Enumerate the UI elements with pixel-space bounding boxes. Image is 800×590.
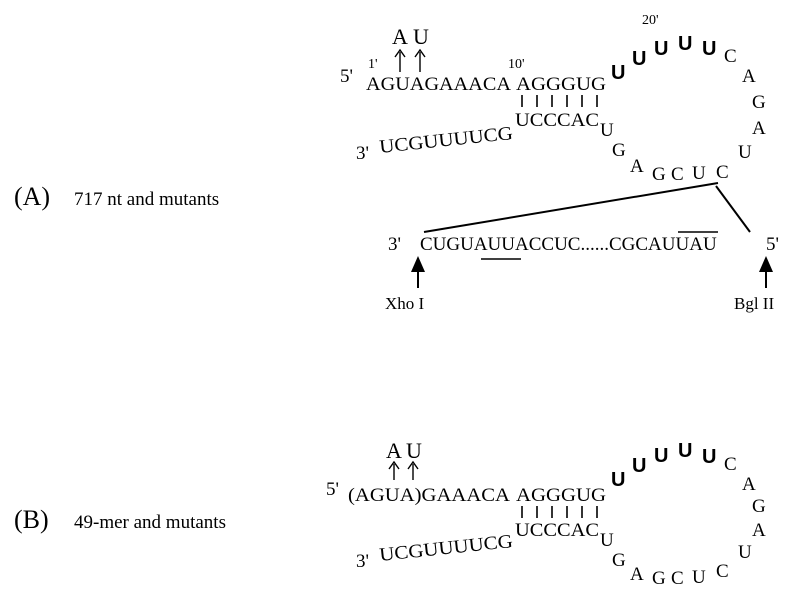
loop-u-run: U U U U U <box>611 33 716 84</box>
mutation-arrows <box>388 460 419 480</box>
svg-text:G: G <box>612 140 626 161</box>
panel-b: (B) 49-mer and mutants A U 5' (AGUA)GAAA… <box>14 438 766 589</box>
insert-seq-part-6: U <box>703 234 717 255</box>
mutation-a-label: A <box>386 438 402 463</box>
svg-text:U: U <box>654 38 668 60</box>
insert-seq-part-3: CUC <box>541 234 580 255</box>
loop-right-side: C A G A U C <box>716 46 766 183</box>
position-20-label: 20' <box>642 13 659 28</box>
insert-seq: CUGUAUUACCUC......CGCAUUAU <box>420 234 717 255</box>
mutation-arrows <box>394 48 426 72</box>
position-1-label: 1' <box>368 57 378 72</box>
svg-text:U: U <box>692 567 706 588</box>
svg-text:A: A <box>630 156 644 177</box>
svg-text:G: G <box>752 92 766 113</box>
svg-text:U: U <box>611 469 625 491</box>
svg-text:G: G <box>652 164 666 185</box>
top-sequence-5prime: (AGUA)GAAACA <box>348 485 510 506</box>
five-prime-label: 5' <box>340 66 353 87</box>
insert-seq-dots: ...... <box>580 234 609 255</box>
panel-b-label: (B) <box>14 505 49 534</box>
bottom-sequence-stem: UCCCAC <box>515 110 599 131</box>
svg-text:U: U <box>611 62 625 84</box>
bottom-sequence-3prime: UCGUUUUCG <box>378 123 514 158</box>
panel-a-caption: 717 nt and mutants <box>74 189 219 210</box>
svg-text:U: U <box>600 120 614 141</box>
svg-text:U: U <box>738 542 752 563</box>
svg-text:A: A <box>752 520 766 541</box>
mutation-a-label: A <box>392 24 408 49</box>
svg-text:A: A <box>742 66 756 87</box>
top-sequence-stem: AGGGUG <box>516 74 606 95</box>
insert-seq-part-1: CUGUAU <box>420 234 502 255</box>
insert-seq-part-2: UAC <box>501 234 541 255</box>
insertion-lines <box>423 182 751 233</box>
svg-text:G: G <box>652 568 666 589</box>
panel-b-caption: 49-mer and mutants <box>74 512 226 533</box>
svg-text:U: U <box>702 446 716 468</box>
bottom-loop: U G A G C U <box>600 530 706 589</box>
bottom-loop: U G A G C U <box>600 120 706 185</box>
insert-five-prime: 5' <box>766 234 779 255</box>
svg-text:C: C <box>724 46 737 67</box>
svg-text:U: U <box>738 142 752 163</box>
panel-a-label: (A) <box>14 182 50 211</box>
top-sequence-stem: AGGGUG <box>516 485 606 506</box>
svg-text:A: A <box>742 474 756 495</box>
xho-arrow <box>411 256 425 288</box>
svg-text:U: U <box>692 163 706 184</box>
svg-text:C: C <box>671 568 684 589</box>
mutation-u-label: U <box>406 438 422 463</box>
svg-text:U: U <box>654 445 668 467</box>
three-prime-label: 3' <box>356 143 369 164</box>
svg-text:C: C <box>716 561 729 582</box>
svg-text:U: U <box>632 455 646 477</box>
bottom-sequence-3prime: UCGUUUUCG <box>378 531 514 566</box>
top-sequence-5prime: AGUAGAAACA <box>366 74 511 95</box>
svg-text:C: C <box>671 164 684 185</box>
svg-text:A: A <box>752 118 766 139</box>
base-pair-bars <box>521 95 598 107</box>
svg-text:C: C <box>724 454 737 475</box>
bottom-sequence-stem: UCCCAC <box>515 520 599 541</box>
insert-three-prime: 3' <box>388 234 401 255</box>
xho-label: Xho I <box>385 294 425 313</box>
five-prime-label: 5' <box>326 479 339 500</box>
bgl-label: Bgl II <box>734 294 774 313</box>
svg-text:G: G <box>752 496 766 517</box>
insert-seq-part-5: UUA <box>662 234 703 255</box>
mutation-u-label: U <box>413 24 429 49</box>
svg-text:U: U <box>678 33 692 55</box>
insert-seq-part-4: CGCA <box>609 234 662 255</box>
three-prime-label: 3' <box>356 551 369 572</box>
base-pair-bars <box>521 506 598 518</box>
svg-text:U: U <box>632 48 646 70</box>
position-10-label: 10' <box>508 57 525 72</box>
svg-text:U: U <box>702 38 716 60</box>
svg-text:U: U <box>678 440 692 462</box>
svg-text:U: U <box>600 530 614 551</box>
svg-text:A: A <box>630 564 644 585</box>
loop-u-run: U U U U U <box>611 440 716 491</box>
loop-right-side: C A G A U C <box>716 454 766 582</box>
panel-a: (A) 717 nt and mutants A U 1' 10' 20' 5'… <box>14 13 779 313</box>
svg-text:C: C <box>716 162 729 183</box>
bgl-arrow <box>759 256 773 288</box>
svg-text:G: G <box>612 550 626 571</box>
